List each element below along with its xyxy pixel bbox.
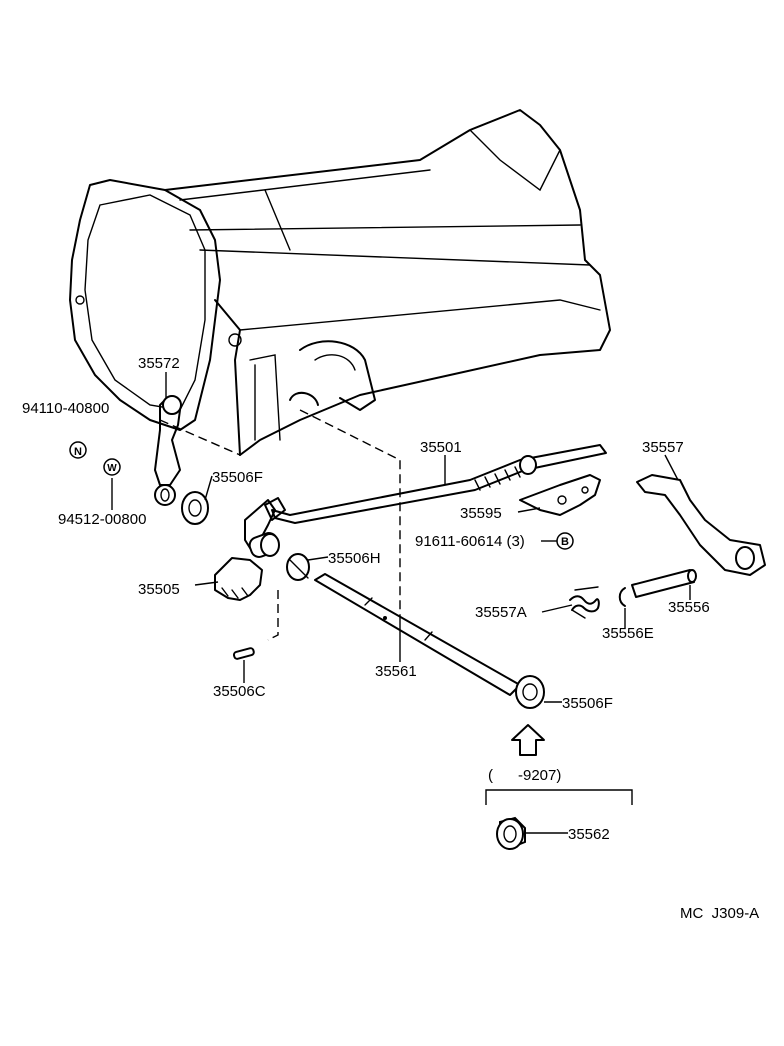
part-labels: 35572 94110-40800 94512-00800 35506F 355… (22, 355, 759, 922)
range-bracket (485, 789, 633, 805)
part-35506c (232, 647, 255, 660)
label-35572: 35572 (138, 355, 180, 372)
part-35562 (496, 816, 526, 850)
reference-code: MC J309-A (680, 905, 759, 922)
label-35506f-top: 35506F (212, 469, 263, 486)
locator-lines (159, 409, 401, 641)
part-35506f-top (181, 491, 209, 525)
part-35506f-bottom (515, 675, 545, 709)
label-35557a: 35557A (475, 604, 527, 621)
label-94110-40800: 94110-40800 (22, 400, 109, 417)
label-94512-00800: 94512-00800 (58, 511, 146, 528)
part-35557a (569, 586, 600, 619)
svg-text:W: W (107, 463, 117, 474)
w-circle-symbol: W (103, 458, 121, 476)
part-35595 (519, 474, 601, 516)
n-circle-symbol: N (69, 441, 87, 459)
transmission-case (69, 109, 611, 456)
part-35556e (618, 587, 626, 607)
svg-text:B: B (561, 536, 569, 548)
label-35501: 35501 (420, 439, 462, 456)
part-35501 (264, 444, 607, 524)
part-35557 (636, 474, 766, 576)
svg-text:N: N (74, 446, 82, 458)
label-35595: 35595 (460, 505, 502, 522)
supersession-arrow (511, 724, 545, 756)
label-range: ( -9207) (488, 767, 561, 784)
label-35556e: 35556E (602, 625, 654, 642)
label-35557: 35557 (642, 439, 684, 456)
part-35556 (631, 569, 697, 598)
label-35561: 35561 (375, 663, 417, 680)
label-35505: 35505 (138, 581, 180, 598)
label-35556: 35556 (668, 599, 710, 616)
part-35561 (314, 573, 521, 696)
label-91611-60614: 91611-60614 (3) (415, 533, 525, 550)
label-35506h: 35506H (328, 550, 381, 567)
leader-lines (111, 372, 691, 834)
b-circle-symbol: B (556, 532, 574, 550)
part-35506h (286, 553, 310, 581)
part-35572 (154, 395, 182, 506)
label-35562: 35562 (568, 826, 610, 843)
part-35505 (214, 499, 280, 601)
label-35506f-bottom: 35506F (562, 695, 613, 712)
label-35506c: 35506C (213, 683, 266, 700)
